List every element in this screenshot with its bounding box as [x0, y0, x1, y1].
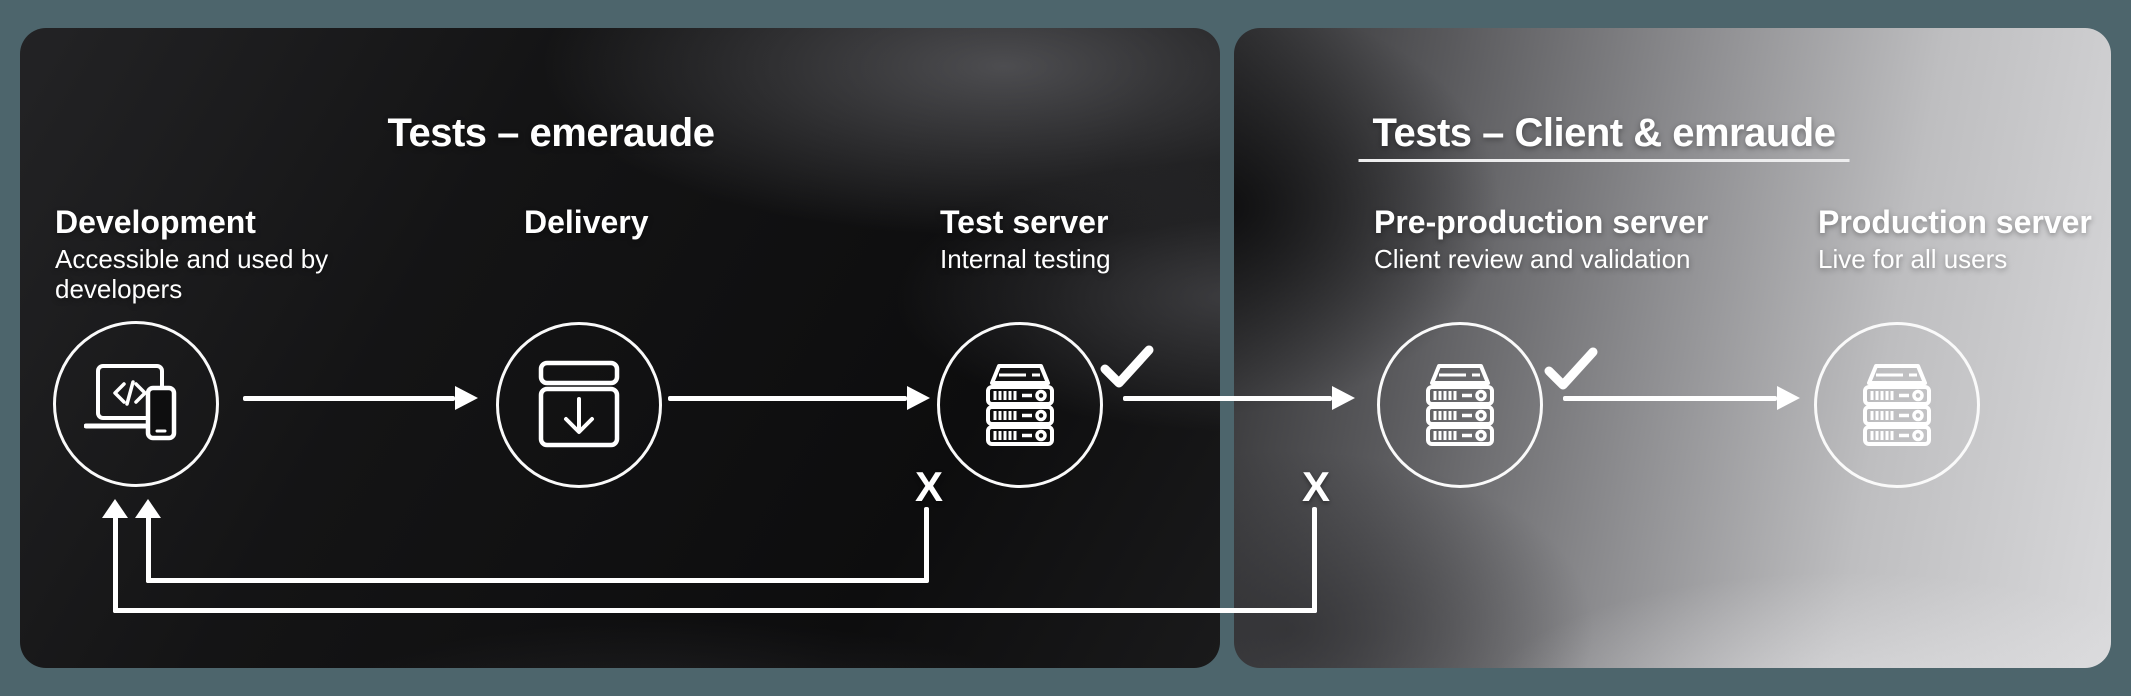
node-circle-development: [53, 321, 219, 487]
arrow-shaft: [1563, 395, 1777, 401]
arrow-up-icon: [102, 499, 128, 518]
node-circle-pre-production-server: [1377, 322, 1543, 488]
check-icon: [1100, 345, 1154, 388]
server-stack-icon: [986, 364, 1054, 446]
arrow-right-icon: [1332, 386, 1355, 410]
flow-arrow-development-to-delivery: [243, 386, 478, 410]
node-label-production-server: Production server Live for all users: [1818, 204, 2092, 274]
section-title-client: Tests – Client & emraude: [1358, 111, 1850, 162]
node-circle-production-server: [1814, 322, 1980, 488]
server-stack-icon: [1426, 364, 1494, 446]
node-title: Development: [55, 204, 256, 240]
panel-tests-client: [1234, 28, 2111, 668]
feedback-line-test-vertical: [924, 507, 929, 583]
check-icon: [1544, 347, 1598, 390]
arrow-shaft: [1123, 395, 1332, 401]
node-label-test-server: Test server Internal testing: [940, 204, 1111, 274]
node-label-delivery: Delivery: [524, 204, 649, 244]
arrow-right-icon: [1777, 386, 1800, 410]
check-icon: [1100, 344, 1154, 395]
arrow-shaft: [668, 395, 907, 401]
flow-arrow-test-server-to-pre-production: [1123, 386, 1355, 410]
feedback-line-preprod-horizontal: [113, 608, 1317, 613]
node-subtitle: Internal testing: [940, 243, 1111, 274]
devices-code-icon: [84, 364, 177, 441]
node-subtitle: Client review and validation: [1374, 243, 1691, 274]
node-subtitle: Accessible and used by developers: [55, 243, 329, 305]
node-subtitle: Live for all users: [1818, 243, 2008, 274]
node-circle-test-server: [937, 322, 1103, 488]
arrow-right-icon: [455, 386, 478, 410]
feedback-line-test-horizontal: [146, 578, 928, 583]
fail-x-mark-test-server: X: [914, 463, 944, 510]
flow-arrow-pre-production-to-production: [1563, 386, 1800, 410]
arrow-shaft: [243, 395, 455, 401]
node-label-development: Development Accessible and used by devel…: [55, 204, 355, 305]
node-label-pre-production-server: Pre-production server Client review and …: [1374, 204, 1708, 274]
node-title: Test server: [940, 204, 1109, 240]
node-title: Pre-production server: [1374, 204, 1709, 240]
fail-x-mark-pre-production: X: [1301, 463, 1331, 510]
feedback-line-preprod-vertical: [1312, 507, 1317, 613]
feedback-line-preprod-return-vertical: [113, 516, 118, 613]
check-icon: [1544, 346, 1598, 397]
node-title: Production server: [1818, 204, 2092, 240]
node-title: Delivery: [524, 204, 649, 240]
install-download-icon: [538, 360, 620, 448]
flow-arrow-delivery-to-test-server: [668, 386, 930, 410]
server-stack-icon: [1863, 364, 1931, 446]
feedback-line-test-return-vertical: [146, 516, 151, 583]
section-title-emeraude: Tests – emeraude: [387, 110, 715, 155]
arrow-right-icon: [907, 386, 930, 410]
arrow-up-icon: [135, 499, 161, 518]
node-circle-delivery: [496, 322, 662, 488]
